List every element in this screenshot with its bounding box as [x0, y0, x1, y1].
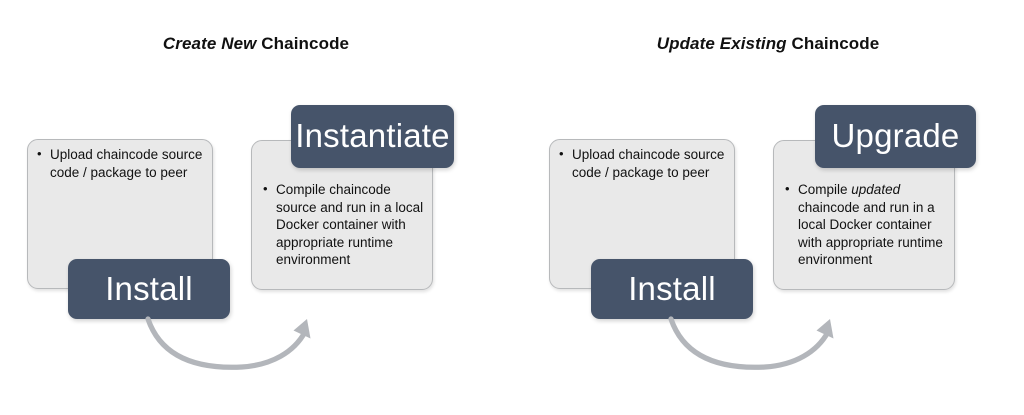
card-upgrade-update-existing-body: Compile updated chaincode and run in a l…	[785, 180, 949, 269]
bullet-item: Compile updated chaincode and run in a l…	[785, 180, 949, 269]
badge-install-create-new: Install	[68, 259, 230, 319]
bullet-text-post: chaincode and run in a local Docker cont…	[798, 199, 943, 268]
section-title-update-existing-emphasis: Update Existing	[656, 34, 787, 53]
card-install-update-existing-body: Upload chaincode source code / package t…	[559, 145, 728, 181]
section-title-update-existing-plain: Chaincode	[786, 34, 880, 53]
section-title-create-new-plain: Chaincode	[256, 34, 350, 53]
bullet-list: Upload chaincode source code / package t…	[559, 145, 728, 181]
bullet-list: Upload chaincode source code / package t…	[37, 145, 206, 181]
badge-upgrade: Upgrade	[815, 105, 976, 168]
card-instantiate-create-new-body: Compile chaincode source and run in a lo…	[263, 180, 427, 269]
section-title-create-new-emphasis: Create New	[162, 34, 257, 53]
bullet-item: Upload chaincode source code / package t…	[559, 145, 728, 181]
badge-install-update-existing: Install	[591, 259, 753, 319]
badge-instantiate: Instantiate	[291, 105, 454, 168]
section-title-update-existing: Update Existing Chaincode	[512, 34, 1024, 54]
bullet-item: Compile chaincode source and run in a lo…	[263, 180, 427, 269]
bullet-item: Upload chaincode source code / package t…	[37, 145, 206, 181]
card-install-create-new-body: Upload chaincode source code / package t…	[37, 145, 206, 181]
bullet-list: Compile chaincode source and run in a lo…	[263, 180, 427, 269]
bullet-text-pre: Compile	[798, 182, 852, 197]
connector-arrow-install-to-instantiate	[145, 316, 311, 370]
bullet-text-emphasis: updated	[851, 182, 901, 197]
bullet-list: Compile updated chaincode and run in a l…	[785, 180, 949, 269]
connector-arrow-install-to-upgrade	[668, 316, 834, 370]
section-title-create-new: Create New Chaincode	[0, 34, 512, 54]
